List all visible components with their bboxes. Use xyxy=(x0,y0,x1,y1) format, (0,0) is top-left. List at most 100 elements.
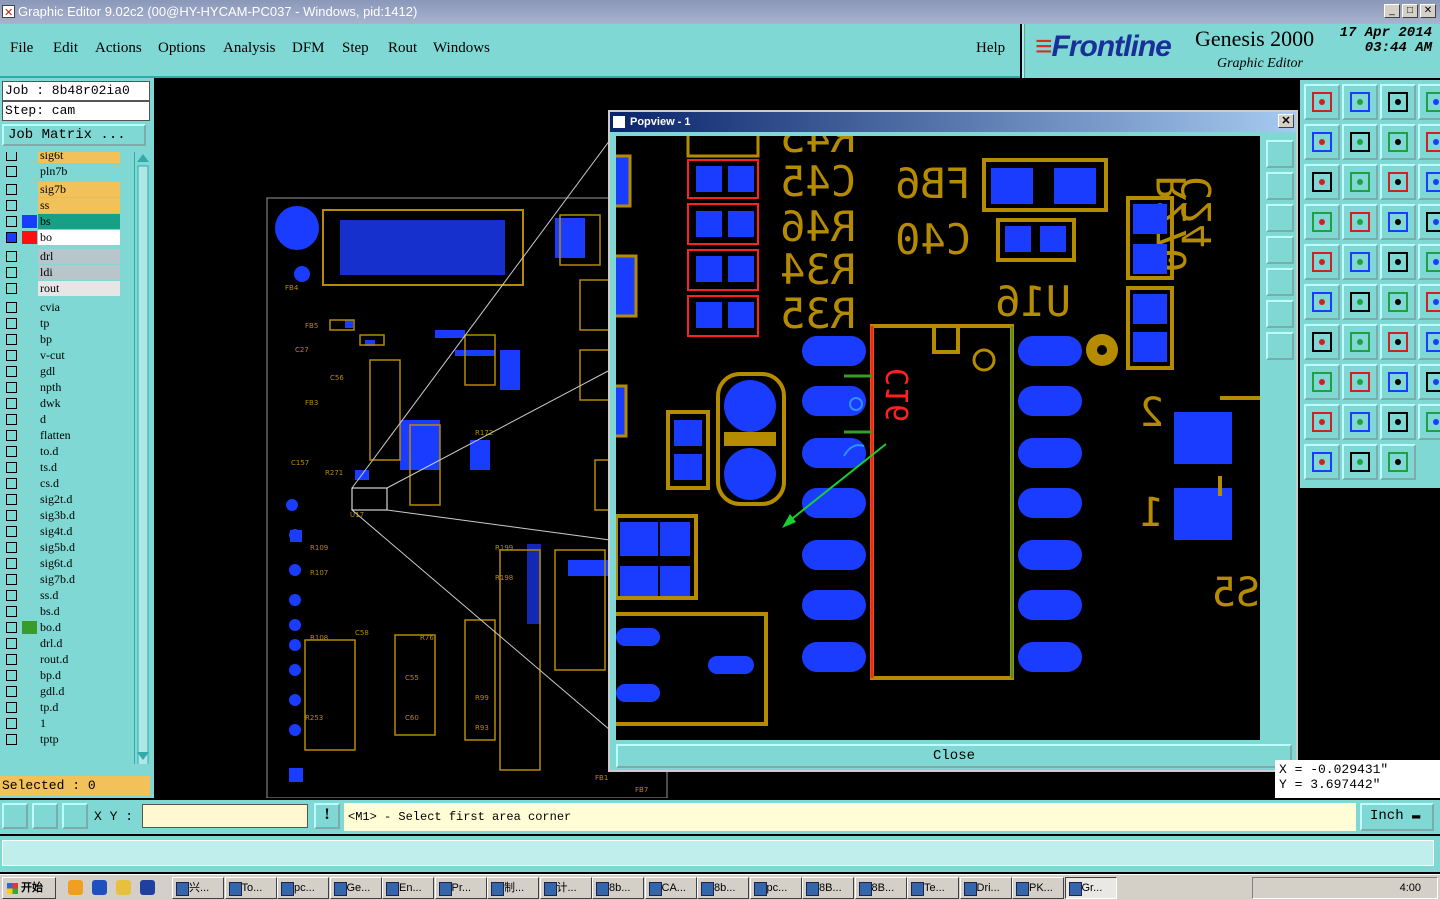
layer-color-swatch[interactable] xyxy=(22,381,37,394)
layer-color-swatch[interactable] xyxy=(22,445,37,458)
layer-name[interactable]: ss xyxy=(38,198,120,213)
layer-color-swatch[interactable] xyxy=(22,165,37,178)
taskbar-task[interactable]: En... xyxy=(382,877,434,899)
layer-color-swatch[interactable] xyxy=(22,509,37,522)
layer-name[interactable]: 1 xyxy=(38,716,120,731)
layer-name[interactable]: sig2t.d xyxy=(38,492,120,507)
layer-row[interactable]: flatten xyxy=(2,428,134,443)
layer-name[interactable]: bo.d xyxy=(38,620,120,635)
layer-row[interactable]: v-cut xyxy=(2,348,134,363)
layer-color-swatch[interactable] xyxy=(22,250,37,263)
units-selector[interactable]: Inch ▬ xyxy=(1360,803,1434,831)
layer-row[interactable]: sig7b xyxy=(2,182,134,197)
layer-name[interactable]: to.d xyxy=(38,444,120,459)
layer-color-swatch[interactable] xyxy=(22,541,37,554)
layer-checkbox[interactable] xyxy=(6,251,17,262)
layer-checkbox[interactable] xyxy=(6,654,17,665)
layer-name[interactable]: rout.d xyxy=(38,652,120,667)
layer-checkbox[interactable] xyxy=(6,200,17,211)
taskbar-task[interactable]: 计... xyxy=(539,877,592,899)
pv-center-icon[interactable] xyxy=(1266,332,1294,360)
layer-color-swatch[interactable] xyxy=(22,333,37,346)
layer-color-swatch[interactable] xyxy=(22,653,37,666)
layer-checkbox[interactable] xyxy=(6,334,17,345)
taskbar-task[interactable]: To... xyxy=(224,877,277,899)
layer-checkbox[interactable] xyxy=(6,606,17,617)
rotate-icon[interactable] xyxy=(1418,324,1440,360)
menu-step[interactable]: Step xyxy=(342,40,369,56)
multi-select-icon[interactable] xyxy=(1380,444,1416,480)
popview-titlebar[interactable]: Popview - 1 ✕ xyxy=(610,112,1296,132)
maximize-button[interactable]: □ xyxy=(1402,4,1418,18)
taskbar-task[interactable]: Dri... xyxy=(959,877,1012,899)
home-icon[interactable] xyxy=(1380,84,1416,120)
layer-row[interactable]: rout.d xyxy=(2,652,134,667)
layer-row[interactable]: pln7b xyxy=(2,164,134,179)
layer-row[interactable]: tp.d xyxy=(2,700,134,715)
layer-row[interactable]: bp xyxy=(2,332,134,347)
layer-checkbox[interactable] xyxy=(6,558,17,569)
menu-edit[interactable]: Edit xyxy=(53,40,78,56)
layer-row[interactable]: ldi xyxy=(2,265,134,280)
taskbar-task[interactable]: Pr... xyxy=(434,877,487,899)
layer-color-swatch[interactable] xyxy=(22,282,37,295)
layer-row[interactable]: bs xyxy=(2,214,134,229)
layer-color-swatch[interactable] xyxy=(22,525,37,538)
attach-icon[interactable] xyxy=(1380,364,1416,400)
arch-icon[interactable] xyxy=(1380,404,1416,440)
xy-input[interactable] xyxy=(142,804,308,828)
connect-icon[interactable] xyxy=(1380,284,1416,320)
layer-checkbox[interactable] xyxy=(6,574,17,585)
popview-window[interactable]: Popview - 1 ✕ xyxy=(608,110,1298,772)
menu-rout[interactable]: Rout xyxy=(388,40,418,56)
layer-row[interactable]: ts.d xyxy=(2,460,134,475)
layer-checkbox[interactable] xyxy=(6,283,17,294)
taskbar-task[interactable]: Ge... xyxy=(329,877,382,899)
layer-row[interactable]: drl xyxy=(2,249,134,264)
layer-color-swatch[interactable] xyxy=(22,266,37,279)
layer-name[interactable]: ss.d xyxy=(38,588,120,603)
layer-color-swatch[interactable] xyxy=(22,717,37,730)
layer-row[interactable]: cvia xyxy=(2,300,134,315)
layer-name[interactable]: bp.d xyxy=(38,668,120,683)
layer-name[interactable]: flatten xyxy=(38,428,120,443)
layer-row[interactable]: sig2t.d xyxy=(2,492,134,507)
layer-color-swatch[interactable] xyxy=(22,685,37,698)
pv-fit-icon[interactable] xyxy=(1266,140,1294,168)
layer-name[interactable]: rout xyxy=(38,281,120,296)
polygon-icon[interactable] xyxy=(1418,404,1440,440)
popview-canvas[interactable]: C45 R46 R34 R35 R45 FB6 C40 U16 R270 C24… xyxy=(616,136,1260,740)
layer-row[interactable]: sig3b.d xyxy=(2,508,134,523)
layer-name[interactable]: pln7b xyxy=(38,164,120,179)
layer-name[interactable]: dwk xyxy=(38,396,120,411)
pv-back-icon[interactable] xyxy=(1266,236,1294,264)
layer-name[interactable]: bo xyxy=(38,230,120,245)
layer-color-swatch[interactable] xyxy=(22,231,37,244)
pointer-icon[interactable] xyxy=(1304,444,1340,480)
layer-checkbox[interactable] xyxy=(6,478,17,489)
taskbar-task[interactable]: 兴... xyxy=(172,877,224,899)
symbol-icon[interactable] xyxy=(1342,324,1378,360)
pv-expand-icon[interactable] xyxy=(1266,300,1294,328)
layer-color-swatch[interactable] xyxy=(22,701,37,714)
layer-scrollbar[interactable] xyxy=(134,152,150,767)
layer-checkbox[interactable] xyxy=(6,686,17,697)
layer-row[interactable]: bo.d xyxy=(2,620,134,635)
scale-icon[interactable] xyxy=(1418,124,1440,160)
layer-row[interactable]: sig7b.d xyxy=(2,572,134,587)
layer-checkbox[interactable] xyxy=(6,702,17,713)
layer-name[interactable]: npth xyxy=(38,380,120,395)
quicklaunch-browser-icon[interactable] xyxy=(92,880,107,895)
layer-name[interactable]: tptp xyxy=(38,732,120,747)
layer-name[interactable]: gdl.d xyxy=(38,684,120,699)
layer-color-swatch[interactable] xyxy=(22,605,37,618)
layer-row[interactable]: bp.d xyxy=(2,668,134,683)
layer-row[interactable]: sig6t xyxy=(2,152,134,163)
layer-color-swatch[interactable] xyxy=(22,183,37,196)
record-icon[interactable] xyxy=(1418,244,1440,280)
layer-row[interactable]: tptp xyxy=(2,732,134,747)
snapshot-icon[interactable] xyxy=(1304,124,1340,160)
menu-windows[interactable]: Windows xyxy=(433,40,490,56)
pv-zoom-icon[interactable] xyxy=(1266,204,1294,232)
